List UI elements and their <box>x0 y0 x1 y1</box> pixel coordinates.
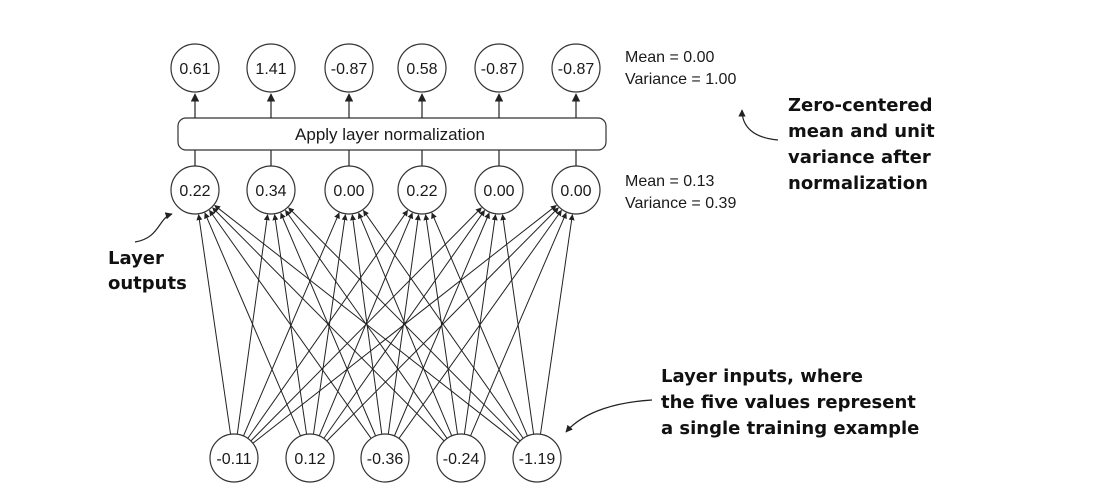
normalized-output-node-4-circle <box>474 43 524 93</box>
callout-layer-inputs-line-2: the five values represent <box>661 392 916 413</box>
input-node-2-value: -0.36 <box>367 451 404 468</box>
layer-output-node-4: 0.00 <box>474 165 524 215</box>
normalized-output-node-5-value: -0.87 <box>558 61 595 78</box>
normalized-output-node-1: 1.41 <box>246 43 296 93</box>
stats-before: Mean = 0.13 Variance = 0.39 <box>625 173 736 212</box>
callout-layer-outputs-arrow <box>134 212 173 243</box>
normalized-output-node-1-value: 1.41 <box>255 61 286 78</box>
callout-layer-inputs-arrow <box>565 399 653 433</box>
connection-input-4-to-output-4 <box>500 214 535 437</box>
layer-output-node-2: 0.00 <box>324 165 374 215</box>
connection-input-4-to-output-0 <box>214 205 520 445</box>
input-node-0-value: -0.11 <box>216 451 251 468</box>
normalized-output-node-1-circle <box>246 43 296 93</box>
input-node-1-value: 0.12 <box>294 451 325 468</box>
normalized-output-node-5-circle <box>551 43 601 93</box>
layer-normalization-box: Apply layer normalization <box>177 117 607 151</box>
layer-output-node-1: 0.34 <box>246 165 296 215</box>
layer-output-node-0-value: 0.22 <box>179 183 210 200</box>
normalized-output-node-3: 0.58 <box>397 43 447 93</box>
layer-output-node-5-value: 0.00 <box>560 183 591 200</box>
connection-input-0-to-output-3 <box>246 209 409 441</box>
connection-input-2-to-output-0 <box>209 209 373 441</box>
callout-zero-centered-arrow <box>738 109 779 141</box>
input-node-4: -1.19 <box>512 433 562 483</box>
mean-after: Mean = 0.00 <box>625 49 715 66</box>
layer-normalization-label: Apply layer normalization <box>295 125 485 144</box>
layer-output-node-0: 0.22 <box>170 165 220 215</box>
input-node-2: -0.36 <box>360 433 410 483</box>
normalized-output-node-2: -0.87 <box>324 43 374 93</box>
input-nodes: -0.11 0.12 -0.36 -0.24 -1.19 <box>209 433 562 483</box>
callout-zero-centered-line-1: Zero-centered <box>788 95 932 116</box>
normalized-output-node-0: 0.61 <box>170 43 220 93</box>
layer-output-nodes: 0.22 0.34 0.00 0.22 0.00 0.00 <box>170 165 601 215</box>
callout-layer-inputs-line-3: a single training example <box>661 418 919 439</box>
input-node-4-circle <box>512 433 562 483</box>
layer-output-node-3-value: 0.22 <box>406 183 437 200</box>
input-node-1-circle <box>285 433 335 483</box>
callout-zero-centered-line-4: normalization <box>788 173 928 194</box>
stats-after: Mean = 0.00 Variance = 1.00 <box>625 49 736 88</box>
callout-layer-outputs-line-2: outputs <box>108 273 187 294</box>
connections <box>196 205 575 445</box>
input-node-4-value: -1.19 <box>519 451 556 468</box>
input-node-0-circle <box>209 433 259 483</box>
connection-input-2-to-output-1 <box>280 212 377 438</box>
input-node-3-value: -0.24 <box>443 451 480 468</box>
layer-output-node-3: 0.22 <box>397 165 447 215</box>
upper-arrows <box>190 93 581 118</box>
mean-before: Mean = 0.13 <box>625 173 715 190</box>
normalized-output-node-2-circle <box>324 43 374 93</box>
connection-input-4-to-output-2 <box>362 209 525 441</box>
callout-layer-outputs-line-1: Layer <box>108 248 164 269</box>
variance-after: Variance = 1.00 <box>625 71 736 88</box>
callout-zero-centered-line-3: variance after <box>788 147 931 168</box>
callout-zero-centered-line-2: mean and unit <box>788 121 935 142</box>
normalized-output-node-4-value: -0.87 <box>481 61 518 78</box>
normalized-output-node-0-value: 0.61 <box>179 61 210 78</box>
normalized-output-node-3-circle <box>397 43 447 93</box>
layer-output-node-5: 0.00 <box>551 165 601 215</box>
connection-input-1-to-output-3 <box>318 212 414 438</box>
callout-zero-centered: Zero-centered mean and unit variance aft… <box>738 95 935 194</box>
connection-input-3-to-output-3 <box>423 214 459 437</box>
callout-layer-inputs: Layer inputs, where the five values repr… <box>565 366 919 439</box>
input-node-0: -0.11 <box>209 433 259 483</box>
callout-layer-inputs-line-1: Layer inputs, where <box>661 366 863 387</box>
input-node-3-circle <box>436 433 486 483</box>
layer-output-node-1-value: 0.34 <box>255 183 286 200</box>
layer-output-node-2-value: 0.00 <box>333 183 364 200</box>
connection-input-3-to-output-0 <box>212 207 446 443</box>
connection-input-4-to-output-1 <box>288 207 522 443</box>
normalized-output-node-0-circle <box>170 43 220 93</box>
normalized-output-nodes: 0.61 1.41 -0.87 0.58 -0.87 -0.87 <box>170 43 601 93</box>
connection-input-0-to-output-0 <box>196 214 232 437</box>
input-node-1: 0.12 <box>285 433 335 483</box>
connection-input-4-to-output-3 <box>431 212 529 438</box>
input-node-3: -0.24 <box>436 433 486 483</box>
lower-arrows <box>194 150 577 166</box>
normalized-output-node-5: -0.87 <box>551 43 601 93</box>
layer-output-node-4-value: 0.00 <box>483 183 514 200</box>
normalized-output-node-3-value: 0.58 <box>406 61 437 78</box>
normalized-output-node-4: -0.87 <box>474 43 524 93</box>
connection-input-0-to-output-1 <box>236 214 270 437</box>
variance-before: Variance = 0.39 <box>625 195 736 212</box>
callout-layer-outputs: Layer outputs <box>108 212 187 294</box>
normalized-output-node-2-value: -0.87 <box>331 61 368 78</box>
input-node-2-circle <box>360 433 410 483</box>
connection-input-2-to-output-3 <box>387 214 421 437</box>
connection-input-4-to-output-5 <box>539 214 575 437</box>
connection-input-1-to-output-0 <box>204 212 302 438</box>
